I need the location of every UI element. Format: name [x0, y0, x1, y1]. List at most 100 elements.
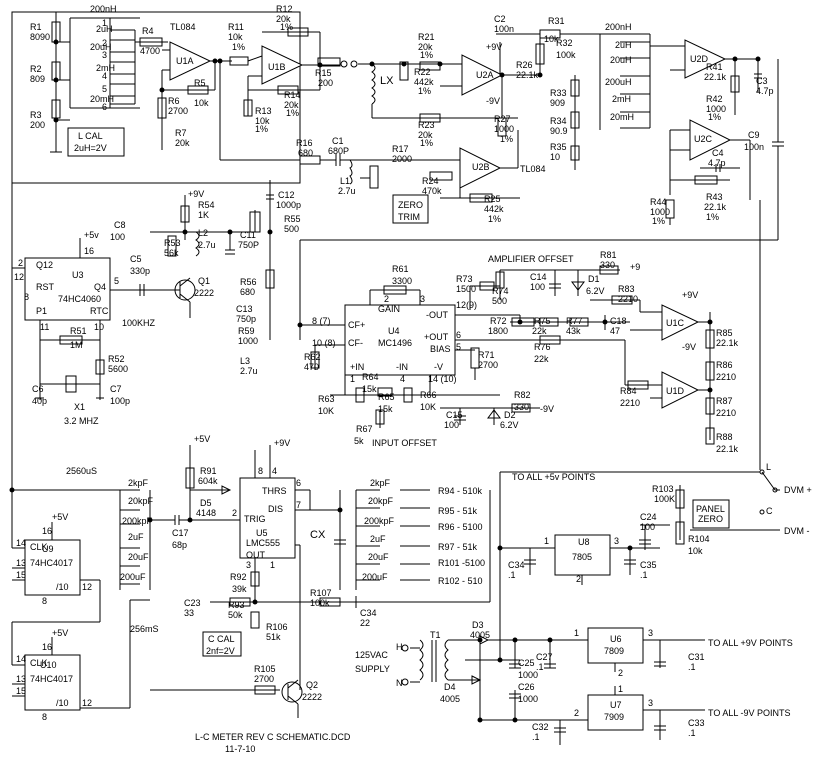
label-d3: D3: [472, 620, 484, 630]
label-n5: 5: [102, 84, 107, 94]
label-r21t: 1%: [420, 50, 433, 60]
label-n14b: 14: [16, 654, 26, 664]
label-r55: R55: [284, 214, 301, 224]
label-r1: R1: [30, 22, 42, 32]
label-g2: 2: [384, 294, 389, 304]
label-s2e: 2mH: [612, 94, 631, 104]
label-u4b: 10 (8): [312, 338, 336, 348]
label-trig: TRIG: [244, 514, 266, 524]
label-r77v: 43k: [566, 326, 581, 336]
label-c26v: 1000: [518, 694, 538, 704]
label-cfm: CF-: [348, 338, 363, 348]
label-rtc: RTC: [90, 306, 109, 316]
label-pz2: ZERO: [698, 514, 723, 524]
label-d5: D5: [200, 498, 212, 508]
label-r17v: 2000: [392, 154, 412, 164]
label-r84v: 2210: [620, 398, 640, 408]
label-to5v: TO ALL +5v POINTS: [512, 472, 595, 482]
label-r24v: 470k: [422, 186, 442, 196]
label-outm: -OUT: [426, 310, 448, 320]
label-r93v: 50k: [228, 610, 243, 620]
label-r27t: 1%: [500, 134, 513, 144]
label-x1: X1: [74, 402, 85, 412]
label-r44v: 1000: [650, 207, 670, 217]
label-u4a: 8 (7): [312, 316, 331, 326]
label-l2v: 2.7u: [198, 240, 216, 250]
label-c3v: 4.7p: [756, 86, 774, 96]
label-r51v: 1M: [70, 340, 83, 350]
label-r92: R92: [230, 572, 247, 582]
label-r103v: 100K: [654, 494, 675, 504]
label-clk10: CLK: [30, 658, 48, 668]
label-c15v: 100: [444, 420, 459, 430]
label-zero1: ZERO: [398, 200, 423, 210]
label-c24: C24: [640, 512, 657, 522]
label-r59v: 1000: [238, 336, 258, 346]
label-p5v3: +5V: [52, 512, 68, 522]
label-r2v: 809: [30, 74, 45, 84]
label-r22t: 1%: [418, 86, 431, 96]
label-r88v: 22.1k: [716, 444, 739, 454]
label-ccal2: 2nf=2V: [206, 646, 235, 656]
label-r54: R54: [198, 200, 215, 210]
label-r65v: 15k: [378, 404, 393, 414]
label-r4v: 4700: [140, 46, 160, 56]
label-r81v: 330: [600, 260, 615, 270]
label-s2b: 2uH: [615, 40, 632, 50]
label-u4p: MC1496: [378, 338, 412, 348]
label-g3: 3: [420, 294, 425, 304]
label-r61v: 3300: [392, 276, 412, 286]
label-c24v: 100: [640, 522, 655, 532]
label-n10a: 10: [94, 322, 104, 332]
label-r24: R24: [422, 176, 439, 186]
label-r96: R96 - 5100: [438, 522, 483, 532]
label-c7: C7: [110, 384, 122, 394]
label-c12: C12: [278, 190, 295, 200]
label-r72v: 1800: [488, 326, 508, 336]
label-r56: R56: [240, 277, 257, 287]
label-zero2: TRIM: [398, 212, 420, 222]
label-c1: C1: [332, 136, 344, 146]
label-u2d: U2D: [690, 54, 709, 64]
label-s3a: 2kpF: [128, 478, 149, 488]
label-c11: C11: [240, 230, 256, 240]
label-u8: U8: [578, 537, 590, 547]
label-vac: 125VAC: [355, 650, 388, 660]
label-r26v: 22.1k: [516, 70, 539, 80]
label-s4a: 2kpF: [370, 478, 391, 488]
label-r6v: 2700: [168, 106, 188, 116]
label-r21: R21: [418, 32, 435, 42]
label-u8n3: 3: [614, 536, 619, 546]
label-u1d: U1D: [666, 386, 685, 396]
label-to9p: TO ALL +9V POINTS: [708, 638, 793, 648]
label-tl084b: TL084: [520, 164, 546, 174]
label-r74: R74: [492, 286, 509, 296]
label-s3b: 20kpF: [128, 496, 154, 506]
label-u2c: U2C: [694, 134, 713, 144]
label-r52v: 5600: [108, 364, 128, 374]
label-u5n2: 2: [232, 508, 237, 518]
label-r62v: 470: [304, 362, 319, 372]
label-r67v: 5k: [354, 436, 364, 446]
label-r3v: 200: [30, 120, 45, 130]
label-o5: 5: [456, 342, 461, 352]
label-dvmp: DVM +: [784, 485, 812, 495]
label-inp: +IN: [350, 362, 364, 372]
label-r72: R72: [490, 316, 507, 326]
label-r43v: 22.1k: [704, 202, 727, 212]
label-r23: R23: [418, 120, 435, 130]
label-r14v: 20k: [284, 100, 299, 110]
label-u3p: 74HC4060: [58, 294, 101, 304]
label-r42t: 1%: [708, 112, 721, 122]
label-c31v: .1: [688, 662, 696, 672]
label-clk9: CLK: [30, 542, 48, 552]
label-r12: R12: [276, 4, 293, 14]
label-r42v: 1000: [706, 104, 726, 114]
label-c13: C13: [236, 304, 253, 314]
label-c9: C9: [748, 130, 760, 140]
label-q4: Q4: [94, 282, 106, 292]
label-c32: C32: [532, 722, 549, 732]
label-s4d: 2uF: [370, 534, 386, 544]
label-r41v: 22.1k: [704, 72, 727, 82]
label-c13v: 750p: [236, 314, 256, 324]
